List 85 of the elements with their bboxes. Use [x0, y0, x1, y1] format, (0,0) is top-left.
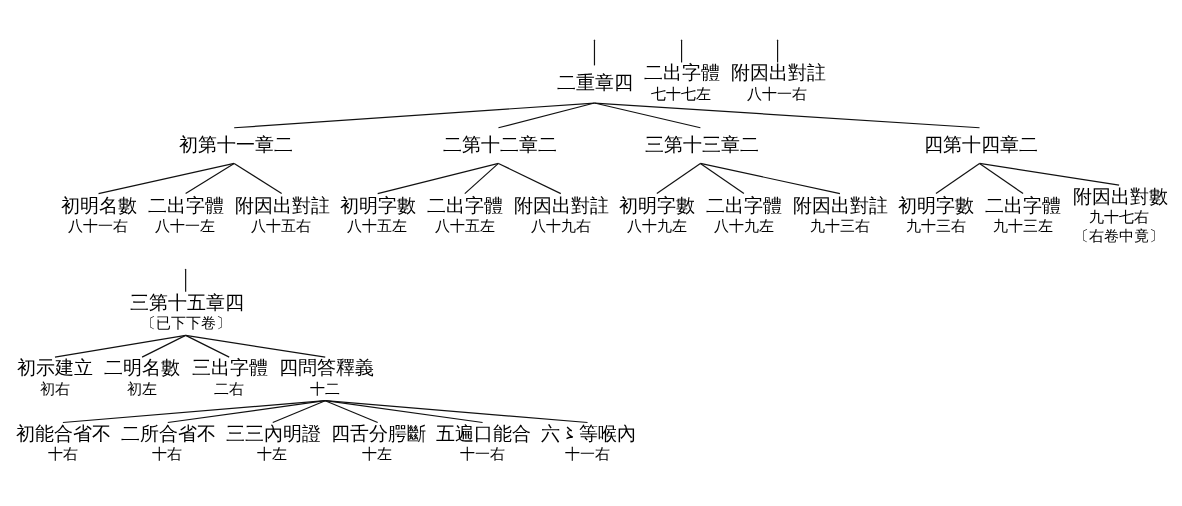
node-label: 九十三右 [905, 217, 966, 235]
connector [233, 102, 596, 129]
node-text: 四第十四章二 [924, 133, 1039, 155]
connector [497, 102, 596, 129]
connector [185, 334, 230, 358]
connector [272, 400, 326, 424]
node-text: 四舌分腭斷 [331, 422, 427, 444]
node-label: 十左 [362, 445, 393, 463]
node-text: 二出字體 [427, 194, 504, 216]
node-text: 附因出對註 [235, 194, 331, 216]
connector [97, 162, 235, 195]
node-text: 三第十三章二 [644, 133, 759, 155]
node-text: 附因出對註 [731, 62, 827, 84]
node-text: 三第十五章四 [130, 291, 245, 313]
node-label: 十右 [47, 445, 78, 463]
connector [593, 102, 981, 129]
connector [62, 400, 326, 424]
node-text: 二明名數 [104, 357, 181, 379]
connector [699, 162, 841, 195]
node-text: 二出字體 [643, 62, 720, 84]
node-text: 二所合省不 [121, 422, 217, 444]
node-text: 初明字數 [340, 194, 417, 216]
node-label: 九十七右 [1088, 208, 1149, 226]
connector [978, 162, 1024, 195]
node-label: 十二 [309, 379, 340, 397]
node-text: 初示建立 [17, 357, 94, 379]
node-label: 〔右卷中竟〕 [1074, 227, 1165, 245]
node-text: 三出字體 [191, 357, 268, 379]
node-label: 八十九左 [626, 217, 687, 235]
node-label: 初左 [126, 379, 157, 397]
node-label: 八十五左 [434, 217, 495, 235]
connector [777, 40, 779, 64]
node-label: 八十九右 [530, 217, 591, 235]
node-text: 二第十二章二 [443, 133, 558, 155]
connector [185, 269, 187, 293]
node-text: 初明字數 [619, 194, 696, 216]
node-text: 初能合省不 [16, 422, 112, 444]
connector [141, 334, 187, 358]
node-text: 三三內明證 [226, 422, 322, 444]
node-label: 十右 [152, 445, 183, 463]
node-text: 附因出對註 [793, 194, 889, 216]
connector [464, 162, 500, 195]
node-label: 九十三左 [992, 217, 1053, 235]
connector [324, 400, 379, 424]
node-text: 六〻等喉內 [541, 422, 637, 444]
connector [167, 400, 326, 424]
node-text: 二出字體 [985, 194, 1062, 216]
node-label: 八十五左 [347, 217, 408, 235]
node-label: 八十一右 [747, 85, 808, 103]
connector [978, 162, 1120, 186]
connector [233, 162, 283, 195]
connector [324, 400, 589, 424]
node-text: 二出字體 [706, 194, 783, 216]
node-label: 初右 [39, 379, 70, 397]
node-label: 二右 [213, 379, 244, 397]
node-text: 二出字體 [148, 194, 225, 216]
node-label: 十左 [257, 445, 288, 463]
node-label: 十一右 [564, 445, 610, 463]
node-label: 八十一右 [68, 217, 129, 235]
node-label: 〔已下下卷〕 [141, 314, 232, 332]
node-text: 初明字數 [898, 194, 975, 216]
connector [377, 162, 500, 195]
connector [54, 334, 187, 358]
node-text: 附因出對註 [514, 194, 610, 216]
connector [324, 400, 484, 424]
connector [593, 40, 596, 66]
node-label: 十一右 [459, 445, 505, 463]
connector [935, 162, 981, 195]
node-text: 五遍口能合 [436, 422, 532, 444]
node-label: 七十七左 [651, 85, 712, 103]
connector [185, 162, 235, 195]
node-text: 附因出對數 [1072, 185, 1168, 207]
node-label: 八十九左 [713, 217, 774, 235]
node-text: 初第十一章二 [178, 133, 293, 155]
node-label: 八十一左 [155, 217, 216, 235]
node-label: 九十三右 [809, 217, 870, 235]
node-label: 八十五右 [251, 217, 312, 235]
node-text: 四問答釋義 [278, 357, 374, 379]
connector [680, 40, 683, 64]
connector [497, 162, 562, 195]
connector [185, 334, 326, 358]
node-text: 二重章四 [556, 72, 633, 94]
node-text: 初明名數 [60, 194, 137, 216]
connector [656, 162, 701, 195]
connector [699, 162, 745, 195]
